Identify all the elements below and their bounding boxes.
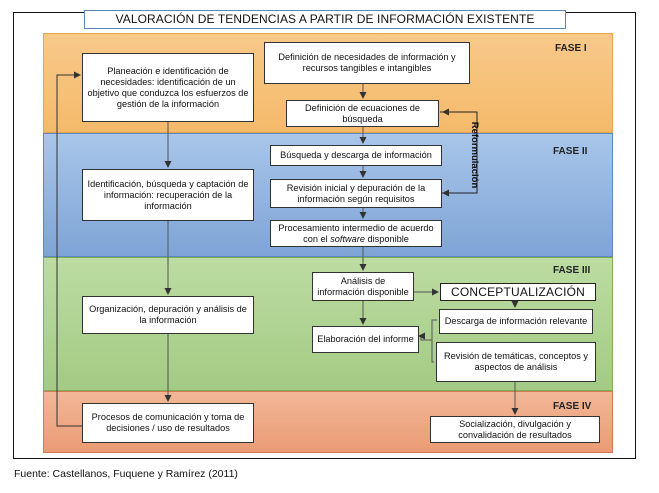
- box-procesamiento: Procesamiento intermedio de acuerdo con …: [270, 220, 442, 247]
- box-socializacion: Socialización, divulgación y convalidaci…: [430, 416, 600, 443]
- box-procesos: Procesos de comunicación y toma de decis…: [82, 403, 254, 443]
- box-elaboracion: Elaboración del informe: [312, 326, 419, 353]
- box-descarga-relevante: Descarga de información relevante: [439, 309, 593, 334]
- reformulacion-label: Reformulación: [469, 121, 480, 189]
- source-caption: Fuente: Castellanos, Fuquene y Ramírez (…: [14, 468, 238, 480]
- box-identificacion: Identificación, búsqueda y captación de …: [82, 169, 254, 221]
- box-analisis: Análisis de información disponible: [312, 272, 414, 301]
- box-revision-tematicas: Revisión de temáticas, conceptos y aspec…: [436, 342, 596, 382]
- box-planeacion: Planeación e identificación de necesidad…: [82, 53, 254, 122]
- arrow-feedback-loop: [56, 71, 82, 427]
- arrow-to-elaboracion: [418, 332, 432, 341]
- box-revision-inicial: Revisión inicial y depuración de la info…: [270, 179, 442, 208]
- diagram-title: VALORACIÓN DE TENDENCIAS A PARTIR DE INF…: [84, 10, 566, 29]
- phase-1-label: FASE I: [555, 43, 587, 54]
- arrow-descarga-revision: [431, 319, 437, 363]
- box-organizacion: Organización, depuración y análisis de l…: [82, 296, 254, 334]
- phase-3-label: FASE III: [553, 265, 591, 276]
- procesamiento-text: Procesamiento intermedio de acuerdo con …: [278, 222, 434, 244]
- box-conceptualizacion: CONCEPTUALIZACIÓN: [440, 283, 596, 301]
- box-definicion-ecuaciones: Definición de ecuaciones de búsqueda: [286, 100, 439, 127]
- box-busqueda-descarga: Búsqueda y descarga de información: [270, 145, 442, 166]
- box-definicion-necesidades: Definición de necesidades de información…: [264, 42, 470, 84]
- phase-2-label: FASE II: [553, 146, 588, 157]
- phase-4-label: FASE IV: [553, 401, 592, 412]
